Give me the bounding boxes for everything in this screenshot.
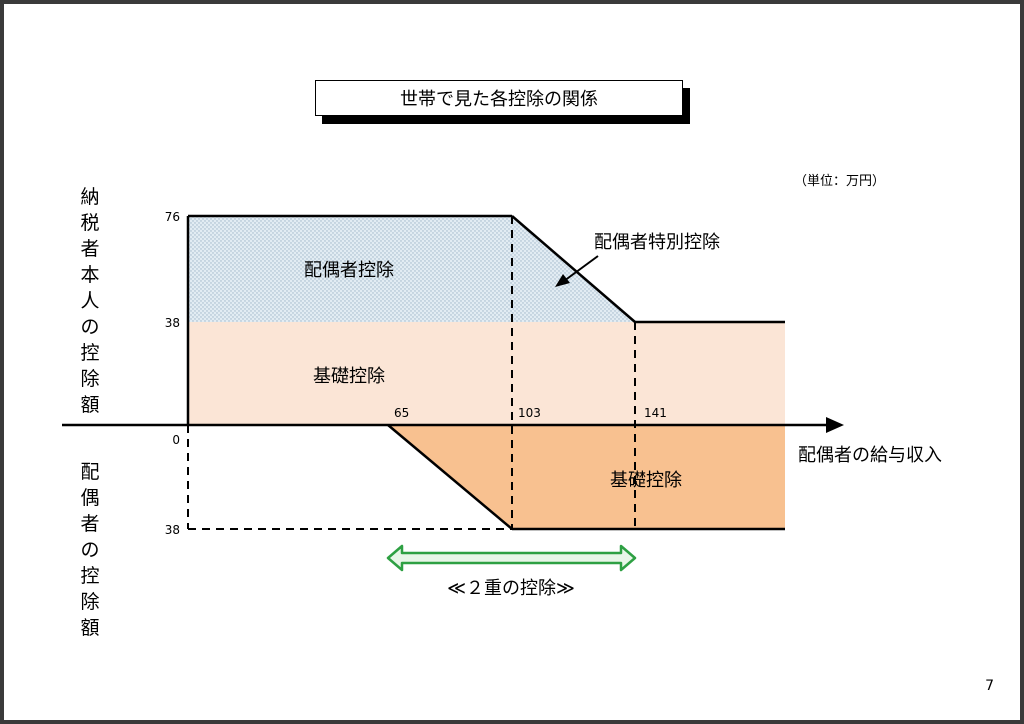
x-axis-label: 配偶者の給与収入 [798,445,942,466]
basic-deduction-lower-region [388,425,785,529]
page-number: 7 [985,678,994,694]
callout-arrow-line [563,255,599,282]
special-deduction-label: 配偶者特別控除 [594,232,720,253]
basic-deduction-upper-label: 基礎控除 [313,366,385,387]
x-tick-103: 103 [518,406,541,420]
y-tick-38-upper: 38 [165,316,180,330]
callout-arrowhead [555,274,570,287]
y-tick-0: 0 [172,433,180,447]
x-axis-arrowhead [826,417,844,433]
basic-deduction-upper-region [188,322,785,425]
spouse-deduction-label: 配偶者控除 [304,260,394,281]
basic-deduction-lower-label: 基礎控除 [610,470,682,491]
double-deduction-label: ≪２重の控除≫ [447,578,575,599]
y-tick-76: 76 [165,210,180,224]
x-tick-65: 65 [394,406,409,420]
deduction-diagram: 76 38 0 38 65 103 141 配偶者の給与収入 配偶者控除 基礎控… [62,210,942,599]
y-axis-label-lower: 配偶者の控除額 [80,461,100,639]
unit-label: （単位：万円） [794,174,886,189]
y-axis-label-upper: 納税者本人の控除額 [80,186,100,416]
x-tick-141: 141 [644,406,667,420]
y-tick-38-lower: 38 [165,523,180,537]
double-deduction-arrow [386,544,637,572]
spouse-deduction-region [188,216,635,322]
page-title: 世帯で見た各控除の関係 [315,80,683,116]
